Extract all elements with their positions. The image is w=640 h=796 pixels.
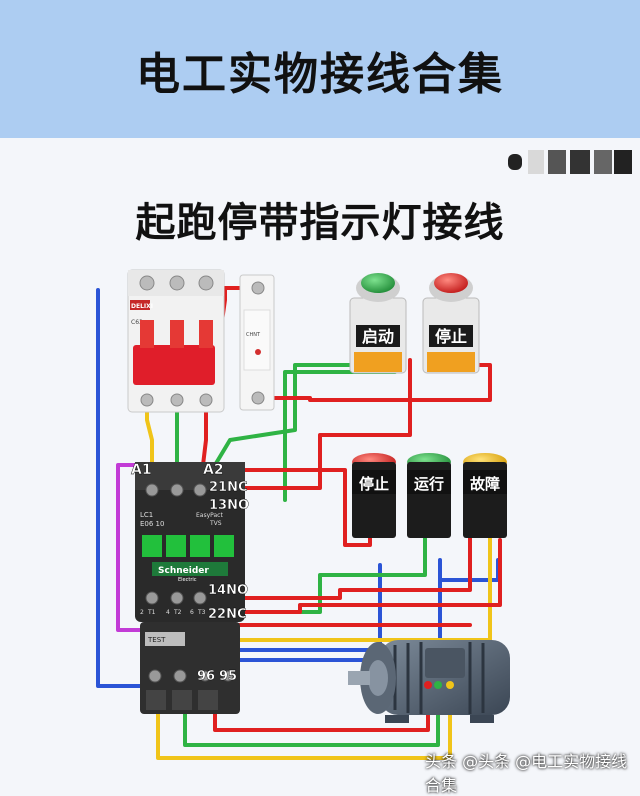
relay-test-label: TEST [147, 636, 166, 644]
relay-95-label: 95 [219, 669, 237, 684]
run-lamp-label: 运行 [414, 475, 444, 493]
terminal-6: 6 [190, 609, 194, 616]
contactor: A1 A2 21NC 13NO LC1 E06 10 EasyPact TVS … [131, 462, 249, 622]
stop-lamp-label: 停止 [359, 475, 389, 493]
page-title: 电工实物接线合集 [136, 49, 504, 100]
fault-indicator-lamp: 故障 [463, 453, 507, 538]
contactor-model-2: E06 10 [140, 520, 164, 528]
terminal-t3: T3 [197, 609, 206, 616]
overload-relay: TEST 96 95 [140, 622, 240, 714]
electric-motor [348, 640, 510, 723]
breaker-brand: DELIXI [131, 303, 153, 310]
fault-lamp-label: 故障 [470, 475, 500, 493]
wire-red-14no [235, 528, 472, 600]
aux-13no-label: 13NO [209, 498, 249, 513]
contactor-series: EasyPact [196, 512, 223, 519]
circuit-breaker: DELIXI C63 [127, 269, 225, 413]
wire-red-stop [235, 468, 372, 547]
contactor-series-sub: TVS [209, 520, 222, 527]
aux-21nc-label: 21NC [209, 480, 248, 495]
coil-a1-label: A1 [131, 462, 152, 478]
stop-push-button: 停止 [422, 273, 480, 374]
start-button-label: 启动 [362, 327, 394, 346]
start-push-button: 启动 [349, 273, 407, 374]
wire-green-out [183, 688, 440, 747]
terminal-2: 2 [140, 609, 144, 616]
wire-red-fuse-out [260, 363, 492, 402]
contactor-brand-sub: Electric [178, 577, 197, 583]
relay-96-label: 96 [197, 669, 215, 684]
coil-a2-label: A2 [203, 462, 224, 478]
terminal-t1: T1 [147, 609, 156, 616]
terminal-t2: T2 [173, 609, 182, 616]
aux-22nc-label: 22NC [208, 607, 247, 622]
wire-yellow-out [156, 688, 452, 760]
fuse-holder: CHNT [239, 274, 275, 411]
stop-button-label: 停止 [435, 327, 467, 346]
breaker-model: C63 [131, 319, 143, 326]
wire-red-22nc [235, 538, 502, 614]
diagram-subtitle: 起跑停带指示灯接线 [135, 200, 505, 246]
redacted-handle [508, 150, 632, 174]
header-banner [0, 0, 640, 138]
aux-14no-label: 14NO [208, 583, 248, 598]
terminal-4: 4 [166, 609, 170, 616]
run-indicator-lamp: 运行 [407, 453, 451, 538]
wires [96, 286, 502, 760]
wire-red-21nc [235, 358, 412, 490]
contactor-brand: Schneider [158, 566, 209, 576]
fuse-brand: CHNT [246, 332, 261, 338]
contactor-model-1: LC1 [140, 511, 153, 519]
stop-indicator-lamp: 停止 [352, 453, 396, 538]
watermark-text: 头条 @头条 @电工实物接线合集 [425, 752, 628, 795]
